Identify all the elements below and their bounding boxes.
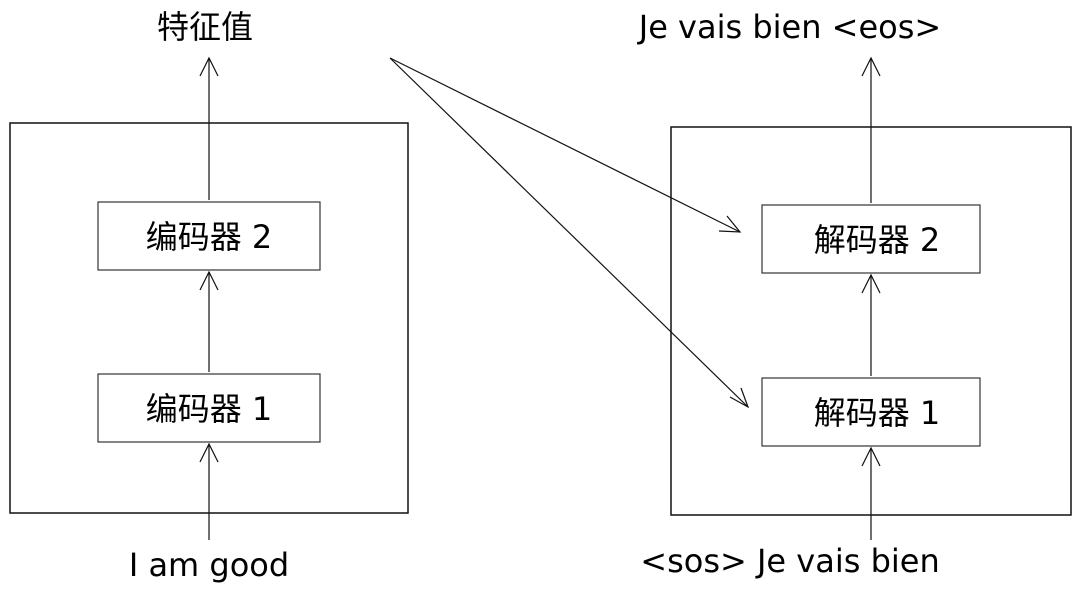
encoder-middle-arrowhead xyxy=(199,270,219,291)
decoder-block-2-label: 解码器 2 xyxy=(814,221,941,259)
encoder-input-arrowhead xyxy=(199,442,219,463)
encoder-block-1-label: 编码器 1 xyxy=(146,390,273,428)
features-to-decoder-1-arrowhead xyxy=(729,387,750,409)
decoder-output-label: Je vais bien <eos> xyxy=(637,8,941,46)
features-to-decoder-2-line xyxy=(389,57,741,233)
decoder-input-arrowhead xyxy=(861,446,881,467)
encoder-output-label: 特征值 xyxy=(157,8,253,46)
features-to-decoder-2-arrowhead xyxy=(718,215,742,233)
decoder-output-arrowhead xyxy=(861,56,881,77)
decoder-middle-arrowhead xyxy=(861,273,881,294)
encoder-block-2-label: 编码器 2 xyxy=(146,218,273,256)
encoder-output-arrowhead xyxy=(199,56,219,77)
encoder-block-1 xyxy=(97,373,321,443)
features-to-decoder-1-line xyxy=(389,57,749,408)
encoder-block-2 xyxy=(97,201,321,271)
decoder-block-2 xyxy=(761,204,981,274)
decoder-block-1-label: 解码器 1 xyxy=(814,394,941,432)
decoder-input-label: <sos> Je vais bien xyxy=(640,542,939,580)
decoder-block-1 xyxy=(761,377,981,447)
encoder-input-label: I am good xyxy=(129,546,289,584)
